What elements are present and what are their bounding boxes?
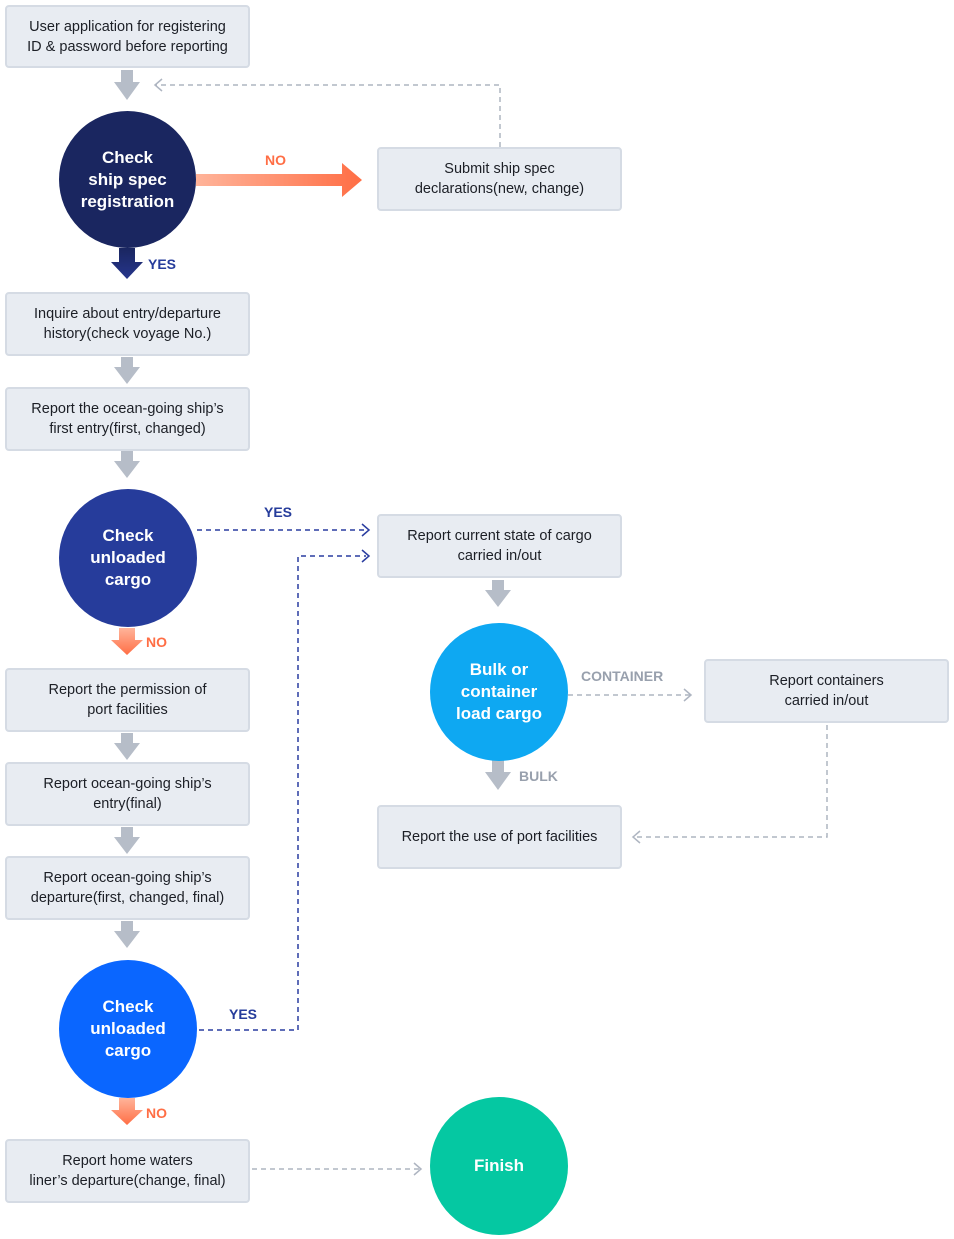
gray-down-arrows [114, 70, 511, 948]
label-container: CONTAINER [581, 668, 664, 684]
label-no-spec: NO [265, 152, 286, 168]
arrow-down-7 [485, 580, 511, 607]
entry-final-box: Report ocean-going ship’s entry(final) [5, 762, 250, 826]
home-waters-box: Report home waters liner’s departure(cha… [5, 1139, 250, 1203]
check-ship-spec-circle: Check ship spec registration [59, 111, 196, 248]
arrow-down-1 [114, 70, 140, 100]
no-arrow-unloaded-2 [111, 1098, 143, 1125]
dashed-blue-lines [197, 529, 366, 1031]
containers-box: Report containers carried in/out [704, 659, 949, 723]
dashed-gray-lines [156, 84, 828, 1170]
first-entry-box: Report the ocean-going ship’s first entr… [5, 387, 250, 451]
loop-back-line [156, 84, 501, 147]
user-application-box: User application for registering ID & pa… [5, 5, 250, 68]
arrow-down-3 [114, 451, 140, 478]
permission-port-box: Report the permission of port facilities [5, 668, 250, 732]
arrow-down-6 [114, 921, 140, 948]
arrow-down-4 [114, 733, 140, 760]
cargo-state-box: Report current state of cargo carried in… [377, 514, 622, 578]
label-no-unloaded-1: NO [146, 634, 167, 650]
label-bulk: BULK [519, 768, 558, 784]
label-yes-unloaded-1: YES [264, 504, 293, 520]
submit-ship-spec-box: Submit ship spec declarations(new, chang… [377, 147, 622, 211]
yes-line-unloaded-2 [199, 555, 366, 1031]
finish-circle: Finish [430, 1097, 568, 1235]
yes-arrow-spec [111, 248, 143, 279]
check-unloaded-cargo-circle-1: Check unloaded cargo [59, 489, 197, 627]
arrow-down-8 [485, 760, 511, 790]
no-arrow-spec [196, 163, 362, 197]
containers-return-line [634, 725, 828, 838]
departure-box: Report ocean-going ship’s departure(firs… [5, 856, 250, 920]
label-yes-spec: YES [148, 256, 177, 272]
label-yes-unloaded-2: YES [229, 1006, 258, 1022]
label-no-unloaded-2: NO [146, 1105, 167, 1121]
bulk-container-circle: Bulk or container load cargo [430, 623, 568, 761]
dashed-gray-heads [153, 78, 693, 1176]
no-arrow-unloaded-1 [111, 628, 143, 655]
check-unloaded-cargo-circle-2: Check unloaded cargo [59, 960, 197, 1098]
inquire-history-box: Inquire about entry/departure history(ch… [5, 292, 250, 356]
arrow-down-5 [114, 827, 140, 854]
dashed-blue-heads [361, 523, 371, 563]
arrow-down-2 [114, 357, 140, 384]
use-port-box: Report the use of port facilities [377, 805, 622, 869]
